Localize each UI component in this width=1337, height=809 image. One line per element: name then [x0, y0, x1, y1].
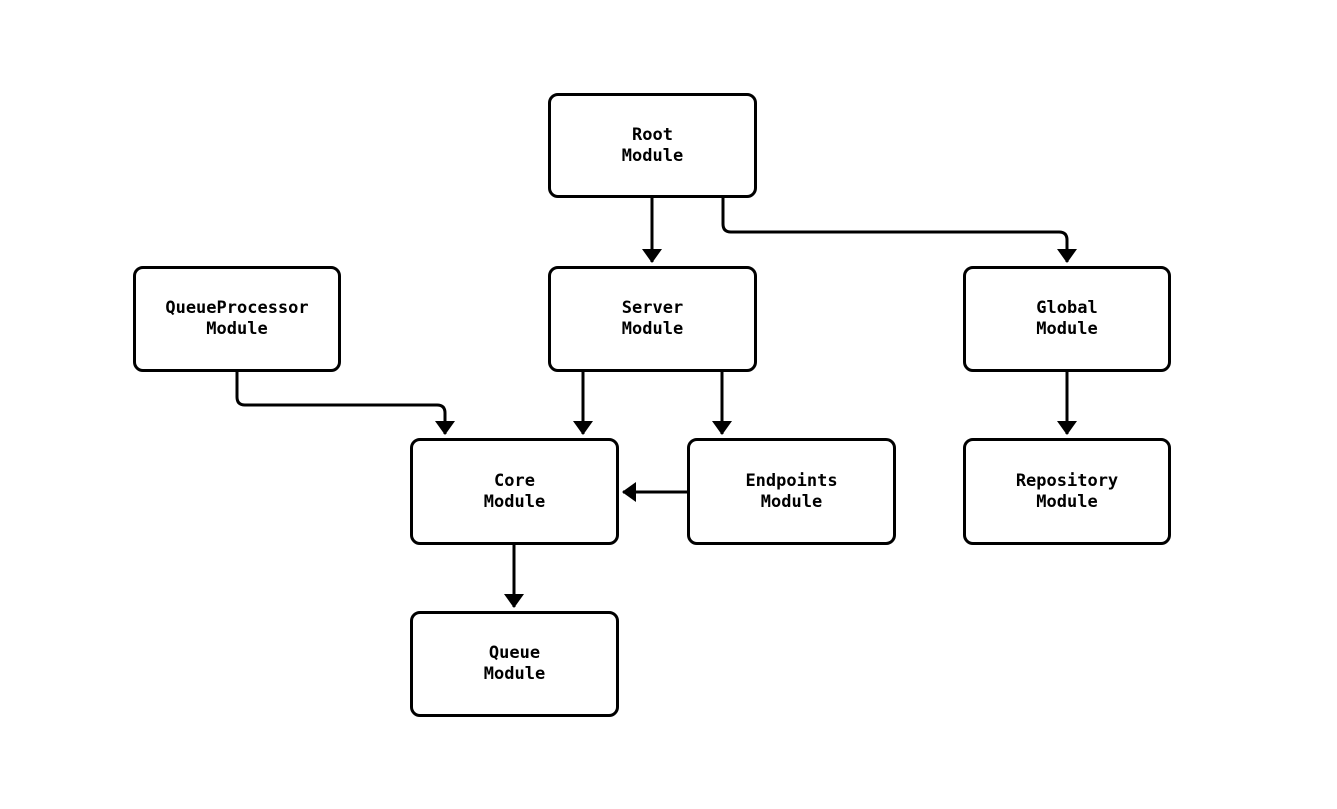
node-label: Global Module: [1036, 298, 1098, 339]
node-label: Server Module: [621, 298, 684, 339]
node-queueprocessor-module: QueueProcessor Module: [133, 266, 341, 372]
node-queue-module: Queue Module: [410, 611, 619, 717]
node-label: Endpoints Module: [745, 470, 838, 512]
node-label: Core Module: [483, 470, 546, 512]
node-label: Queue Module: [483, 643, 546, 684]
node-label: Root Module: [621, 124, 684, 166]
node-label: Repository Module: [1015, 470, 1119, 512]
node-repository-module: Repository Module: [963, 438, 1171, 545]
edge-queueprocessor-to-core: [235, 372, 455, 435]
node-server-module: Server Module: [548, 266, 757, 372]
node-endpoints-module: Endpoints Module: [687, 438, 896, 545]
node-label: QueueProcessor Module: [165, 298, 309, 339]
edges-group: [235, 198, 1077, 608]
node-global-module: Global Module: [963, 266, 1171, 372]
edge-root-to-global: [721, 198, 1077, 263]
node-root-module: Root Module: [548, 93, 757, 198]
node-core-module: Core Module: [410, 438, 619, 545]
